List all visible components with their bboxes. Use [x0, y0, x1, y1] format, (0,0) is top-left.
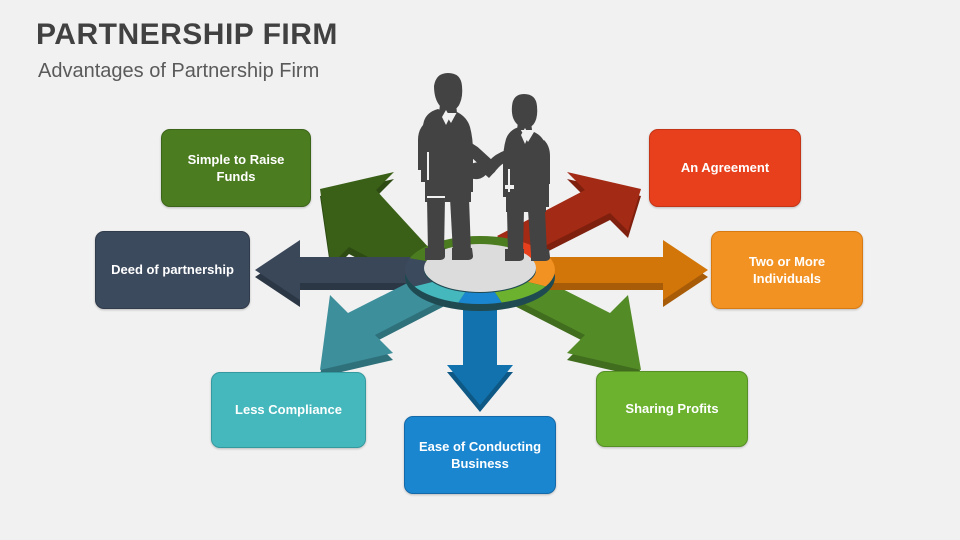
node-label: Simple to Raise Funds: [187, 151, 285, 184]
arrow-two-or-more-individuals: [495, 240, 708, 307]
node-box-simple-to-raise-funds[interactable]: Simple to Raise Funds: [161, 129, 311, 207]
figure-right-businessman: [466, 94, 550, 261]
node-label: Sharing Profits: [625, 401, 719, 417]
figure-left-businessman: [418, 73, 497, 260]
page-title: PARTNERSHIP FIRM: [36, 18, 338, 51]
segment-deed-of-partnership: [405, 250, 480, 300]
node-box-two-or-more-individuals[interactable]: Two or More Individuals: [711, 231, 863, 309]
arrow-deed-of-partnership: [255, 240, 470, 307]
segment-two-or-more-individuals: [480, 250, 555, 300]
node-box-an-agreement[interactable]: An Agreement: [649, 129, 801, 207]
page-subtitle: Advantages of Partnership Firm: [38, 60, 320, 82]
node-label: Deed of partnership: [111, 262, 234, 278]
node-box-sharing-profits[interactable]: Sharing Profits: [596, 371, 748, 447]
node-box-deed-of-partnership[interactable]: Deed of partnership: [95, 231, 250, 309]
node-label: Two or More Individuals: [748, 253, 826, 286]
handshake-businessmen-silhouette: [418, 73, 550, 261]
node-box-less-compliance[interactable]: Less Compliance: [211, 372, 366, 448]
node-box-ease-of-conducting-business[interactable]: Ease of Conducting Business: [404, 416, 556, 494]
node-label: Ease of Conducting Business: [418, 438, 542, 471]
node-label: An Agreement: [680, 160, 770, 176]
node-label: Less Compliance: [235, 402, 342, 418]
